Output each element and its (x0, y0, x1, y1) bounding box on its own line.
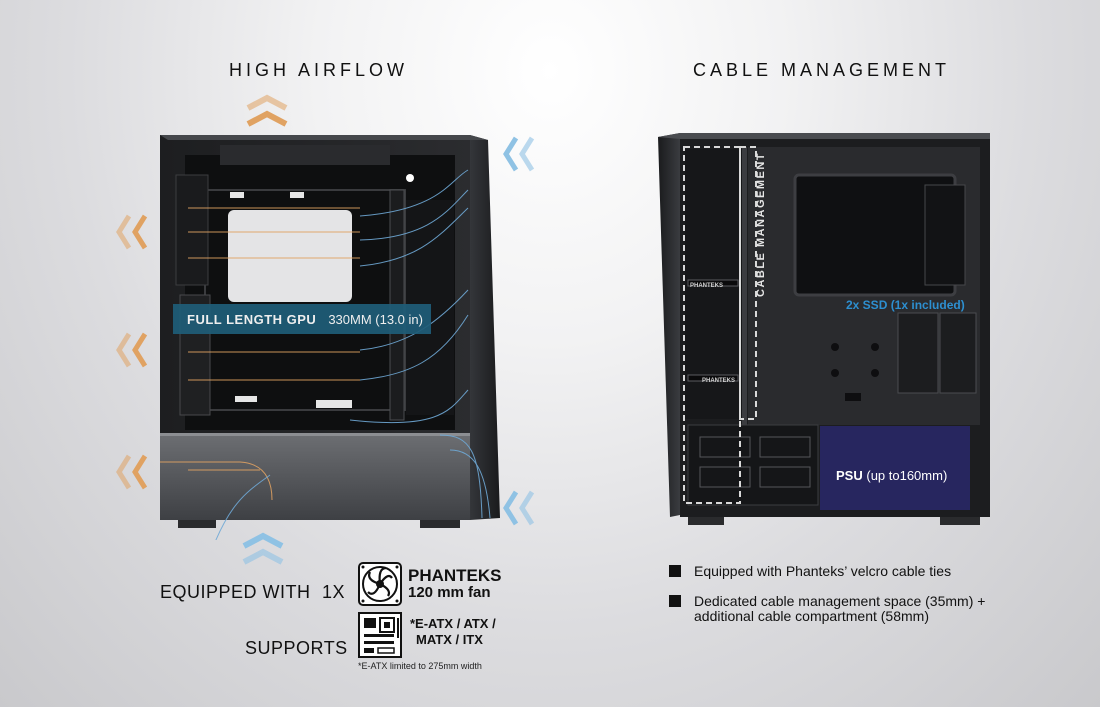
psu-label-title: PSU (836, 468, 863, 483)
motherboard-icon (358, 612, 402, 658)
gpu-length-label: FULL LENGTH GPU 330MM (13.0 in) (173, 304, 431, 334)
intake-left-arrows-icon (503, 490, 535, 526)
exhaust-left-arrows-icon (116, 454, 148, 490)
supported-formats-line2: MATX / ITX (416, 632, 483, 647)
bullet-text: additional cable compartment (58mm) (694, 608, 929, 624)
gpu-label-value: 330MM (13.0 in) (328, 311, 423, 327)
bullet-text: Dedicated cable management space (35mm) … (694, 593, 986, 609)
bullet-icon (669, 595, 681, 607)
velcro-tie-brand-mark: PHANTEKS (702, 378, 736, 384)
supports-label: SUPPORTS (245, 638, 348, 658)
cable-management-heading: CABLE MANAGEMENT (693, 60, 951, 80)
fan-icon (358, 562, 402, 606)
supported-formats-line1: *E-ATX / ATX / (410, 616, 496, 631)
fan-count: 1X (322, 582, 346, 602)
exhaust-left-arrows-icon (116, 332, 148, 368)
ssd-label: 2x SSD (1x included) (846, 298, 965, 312)
gpu-label-title: FULL LENGTH GPU (187, 311, 317, 327)
eatx-footnote: *E-ATX limited to 275mm width (358, 661, 482, 671)
intake-left-arrows-icon (503, 136, 535, 172)
fan-brand: PHANTEKS (408, 566, 502, 585)
equipped-with-label: EQUIPPED WITH (160, 582, 311, 602)
cable-management-vertical-label: CABLE MANAGEMENT (755, 152, 767, 297)
psu-label-value: (up to160mm) (866, 468, 948, 483)
exhaust-left-arrows-icon (116, 214, 148, 250)
velcro-tie-brand-mark: PHANTEKS (690, 283, 724, 289)
exhaust-up-arrows-icon (246, 94, 288, 127)
bullet-icon (669, 565, 681, 577)
fan-description: 120 mm fan (408, 584, 491, 601)
intake-up-arrows-icon (242, 532, 284, 565)
case-cable-management-illustration (658, 133, 990, 525)
psu-area: PSU (up to160mm) (820, 426, 970, 510)
high-airflow-heading: HIGH AIRFLOW (229, 60, 409, 80)
bullet-text: Equipped with Phanteks’ velcro cable tie… (694, 563, 952, 579)
